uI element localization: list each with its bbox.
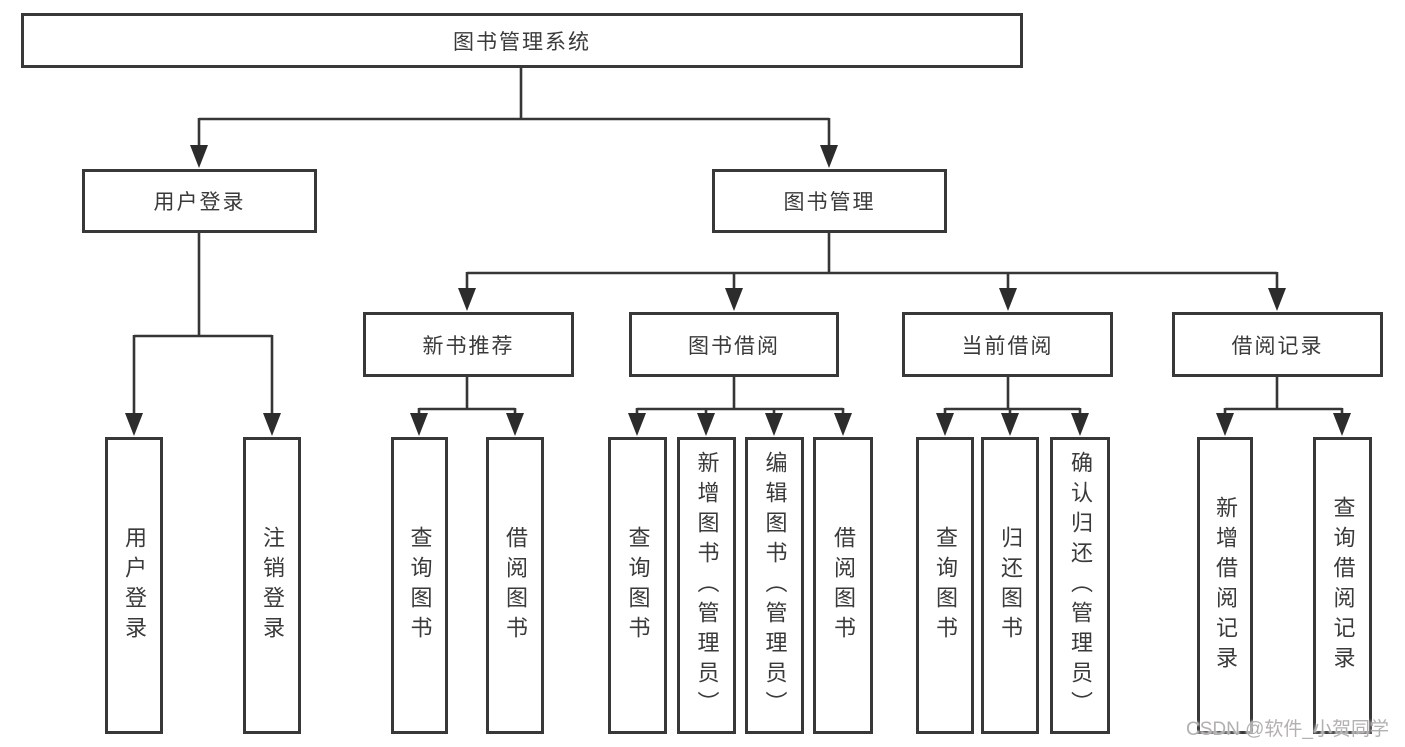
node-book-management-label: 图书管理	[783, 191, 876, 214]
leaf-current-query-label: 查询图书	[933, 525, 958, 646]
leaf-user-login: 用户登录	[105, 437, 163, 734]
node-user-login: 用户登录	[82, 169, 317, 233]
leaf-borrow-add-book-label: 新增图书（管理员）	[694, 450, 720, 721]
leaf-logout-label: 注销登录	[260, 525, 285, 646]
leaf-borrow-query-label: 查询图书	[625, 525, 651, 646]
node-book-management: 图书管理	[712, 169, 947, 233]
leaf-borrow-borrow-book: 借阅图书	[813, 437, 873, 734]
leaf-borrow-edit-book-label: 编辑图书（管理员）	[762, 450, 788, 721]
leaf-newbooks-borrow: 借阅图书	[486, 437, 544, 734]
node-borrow-records-label: 借阅记录	[1231, 334, 1324, 358]
leaf-borrow-query: 查询图书	[608, 437, 667, 734]
arrowheads	[125, 145, 1351, 436]
node-current-borrow-label: 当前借阅	[961, 334, 1054, 358]
leaf-borrow-borrow-book-label: 借阅图书	[831, 525, 856, 646]
csdn-watermark: CSDN @软件_小贺同学	[1186, 719, 1389, 740]
leaf-user-login-label: 用户登录	[122, 525, 147, 646]
node-current-borrow: 当前借阅	[902, 312, 1113, 377]
node-new-book-recommend: 新书推荐	[363, 312, 574, 377]
leaf-newbooks-query-label: 查询图书	[407, 525, 433, 646]
leaf-borrow-edit-book: 编辑图书（管理员）	[745, 437, 804, 734]
leaf-current-confirm-return: 确认归还（管理员）	[1050, 437, 1110, 734]
node-borrow-records: 借阅记录	[1172, 312, 1383, 377]
leaf-newbooks-query: 查询图书	[391, 437, 448, 734]
leaf-records-add: 新增借阅记录	[1197, 437, 1253, 734]
node-book-borrow: 图书借阅	[629, 312, 839, 377]
leaf-logout: 注销登录	[243, 437, 301, 734]
leaf-borrow-add-book: 新增图书（管理员）	[677, 437, 736, 734]
leaf-current-confirm-return-label: 确认归还（管理员）	[1068, 450, 1093, 721]
leaf-records-add-label: 新增借阅记录	[1213, 495, 1238, 676]
node-book-borrow-label: 图书借阅	[688, 334, 780, 358]
node-new-book-recommend-label: 新书推荐	[422, 334, 515, 358]
leaf-current-return: 归还图书	[981, 437, 1039, 734]
leaf-records-query: 查询借阅记录	[1313, 437, 1372, 734]
leaf-current-query: 查询图书	[916, 437, 974, 734]
leaf-current-return-label: 归还图书	[998, 525, 1023, 646]
node-library-system-label: 图书管理系统	[453, 30, 591, 54]
node-user-login-label: 用户登录	[153, 191, 246, 214]
leaf-newbooks-borrow-label: 借阅图书	[503, 525, 528, 646]
leaf-records-query-label: 查询借阅记录	[1330, 495, 1356, 676]
node-library-system: 图书管理系统	[21, 13, 1023, 68]
